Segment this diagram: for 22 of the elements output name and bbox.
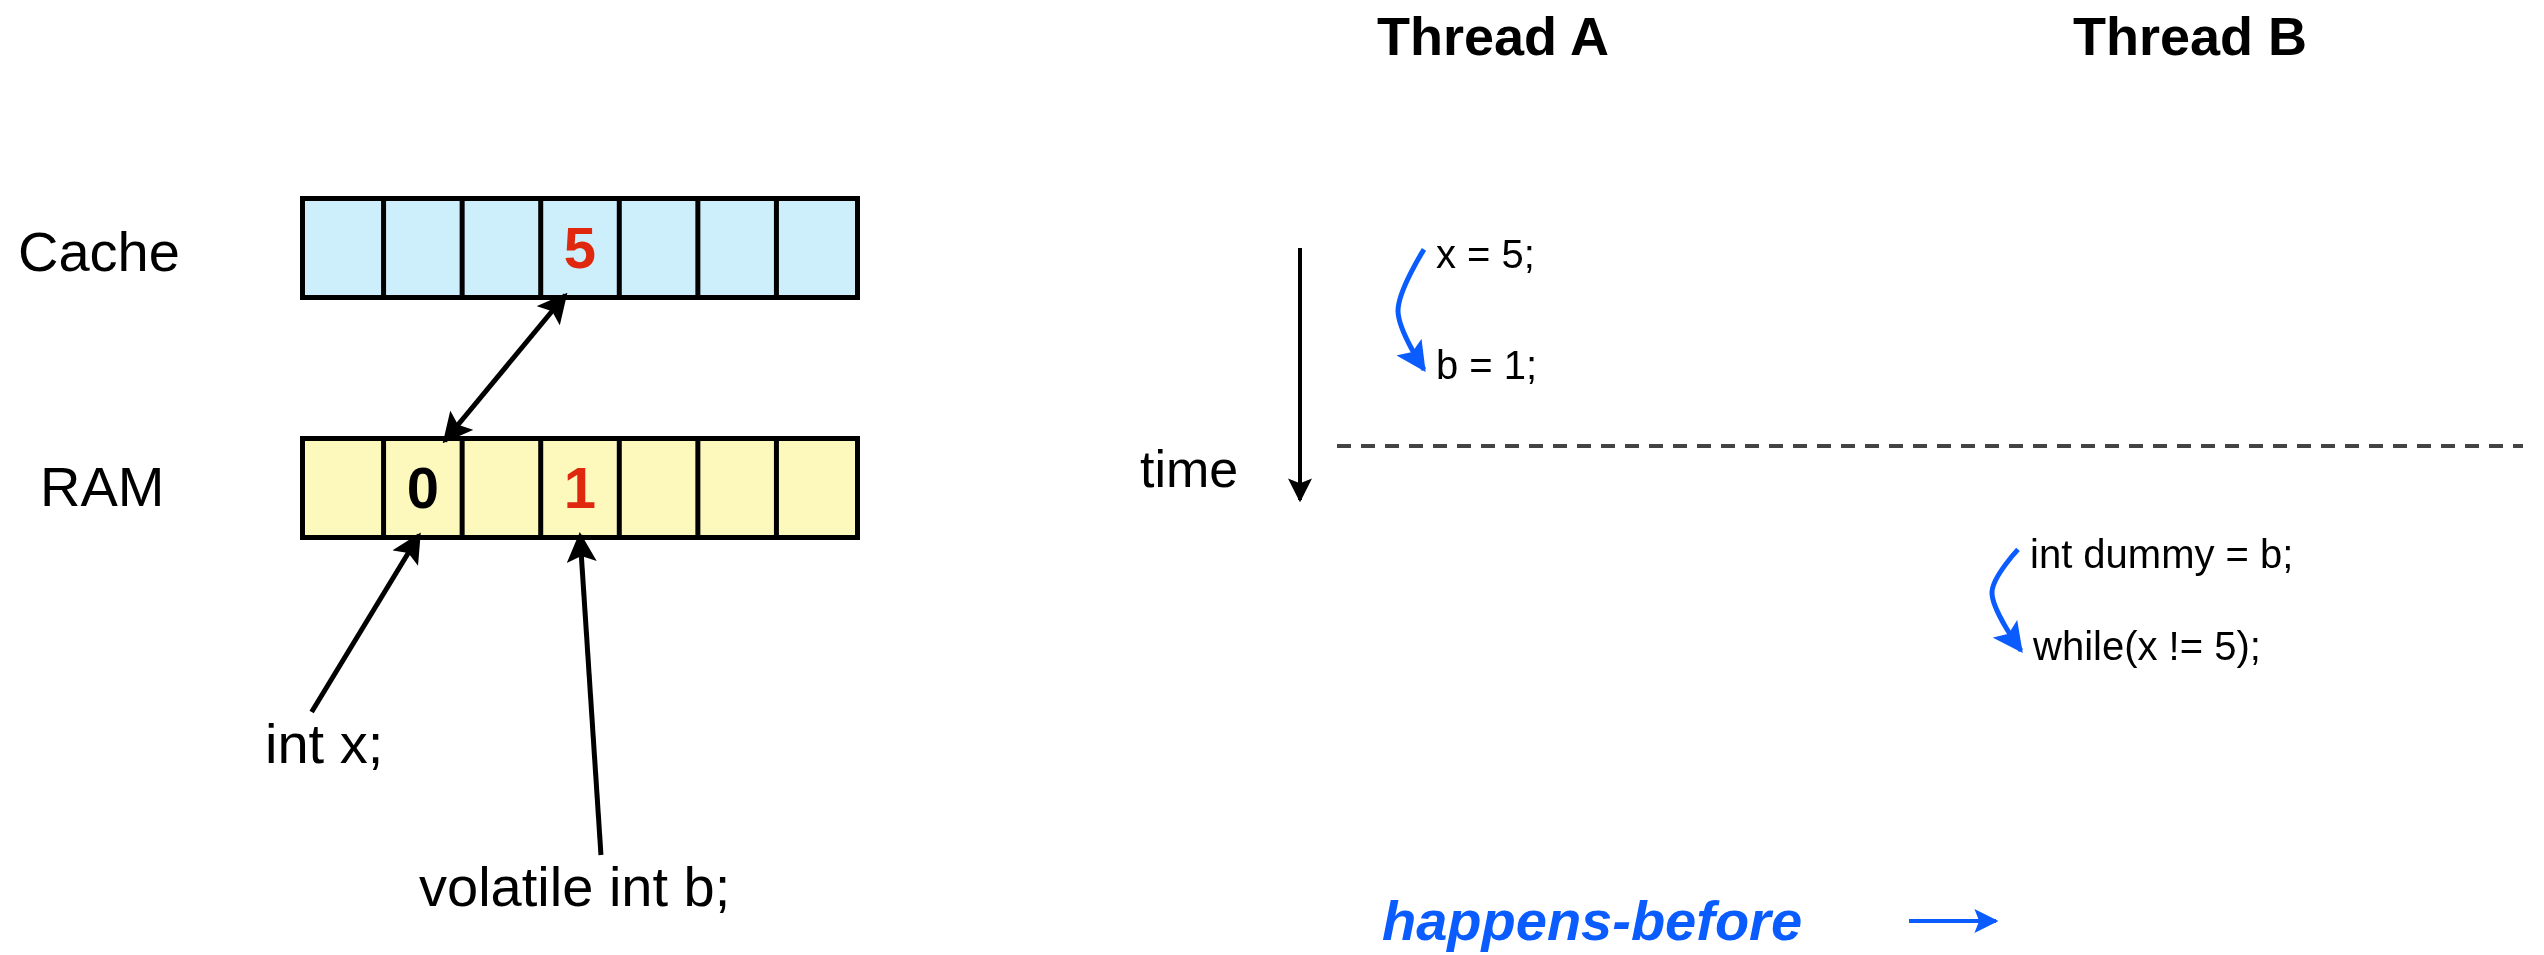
column-heading: Thread B — [2073, 4, 2307, 68]
code-text: int x; — [253, 712, 384, 777]
memory-cell: 0 — [386, 441, 460, 535]
memory-cell: 5 — [543, 201, 617, 295]
code-text: x = 5; — [1424, 231, 1535, 277]
arrow — [566, 532, 604, 856]
curved-arrow — [1989, 547, 2024, 654]
arrow — [442, 292, 568, 444]
legend-text: happens-before — [1382, 888, 1803, 954]
row-label: Cache — [18, 219, 180, 285]
row-label: RAM — [40, 454, 165, 520]
code-text: b = 1; — [1424, 342, 1538, 388]
memory-row — [300, 196, 860, 300]
code-text: volatile int b; — [407, 855, 731, 920]
memory-cell: 1 — [543, 441, 617, 535]
axis-label: time — [1140, 440, 1239, 500]
memory-row — [300, 436, 860, 540]
code-text: while(x != 5); — [2021, 623, 2261, 669]
code-text: int dummy = b; — [2018, 531, 2294, 577]
column-heading: Thread A — [1377, 4, 1609, 68]
curved-arrow — [1395, 248, 1427, 373]
arrow — [309, 532, 422, 714]
